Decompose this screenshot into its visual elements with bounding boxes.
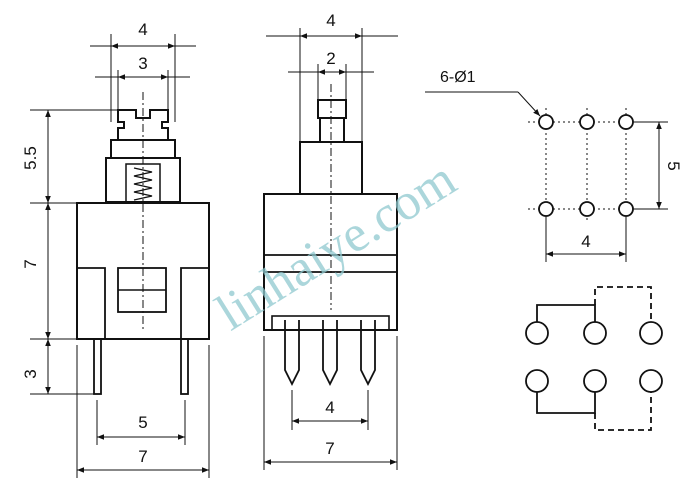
pcb-layout: [425, 91, 668, 262]
front-dimensions: [263, 28, 398, 470]
front-dim-top-outer: 4: [326, 11, 335, 30]
side-plunger: [117, 109, 169, 141]
side-dim-top-inner: 3: [138, 54, 147, 73]
front-dim-top-inner: 2: [326, 49, 335, 68]
pcb-hole: [579, 114, 595, 130]
pcb-hole: [538, 114, 554, 130]
pcb-hole: [579, 201, 595, 217]
schematic-contact: [525, 321, 549, 345]
side-dim-pin-pitch: 5: [138, 413, 147, 432]
pcb-hole: [538, 201, 554, 217]
schematic-contact: [583, 321, 607, 345]
side-dimensions: [30, 34, 210, 478]
front-pin-right: [360, 320, 376, 387]
side-dim-height-body: 7: [21, 259, 40, 268]
watermark: linhaiye.com: [207, 150, 466, 341]
pcb-hole: [618, 201, 634, 217]
side-spring: [133, 167, 153, 201]
side-dim-top-outer: 4: [138, 20, 147, 39]
schematic-contact: [639, 321, 663, 345]
schematic-contact: [583, 369, 607, 393]
pcb-dim-row-spacing: 5: [664, 161, 683, 170]
schematic-contact: [525, 369, 549, 393]
side-pin-left: [93, 338, 102, 395]
side-dim-height-pin: 3: [21, 369, 40, 378]
front-pin-center: [322, 320, 338, 387]
front-plunger-head: [317, 99, 347, 119]
pcb-dim-col-spacing: 4: [581, 232, 590, 251]
side-pin-right: [180, 338, 189, 395]
pcb-hole: [618, 114, 634, 130]
side-view: [76, 92, 210, 395]
side-body: [76, 202, 210, 340]
side-dim-body-width: 7: [138, 447, 147, 466]
pcb-hole-label: 6-Ø1: [440, 69, 476, 86]
front-plunger-stem: [319, 117, 345, 143]
front-view: [263, 84, 398, 387]
side-dim-height-stem: 5.5: [21, 146, 40, 170]
schematic-contact: [639, 369, 663, 393]
front-pin-left: [284, 320, 300, 387]
front-base: [271, 315, 390, 331]
front-dim-body-width: 7: [325, 439, 334, 458]
front-dim-pin-pitch: 4: [325, 398, 334, 417]
circuit-schematic: [525, 286, 663, 431]
